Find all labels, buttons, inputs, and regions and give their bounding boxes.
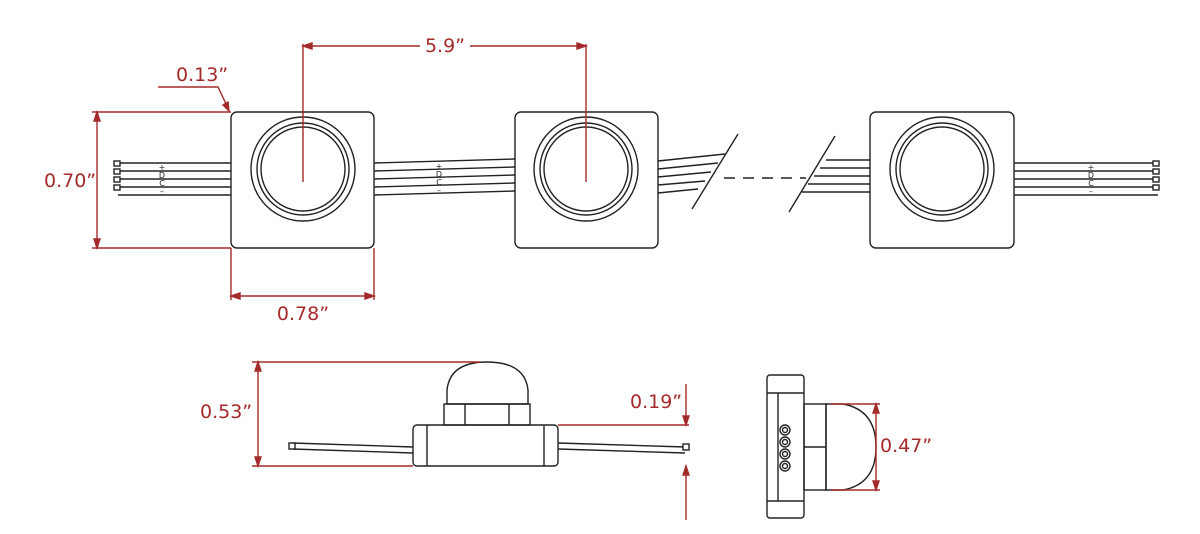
height-label: 0.70” xyxy=(44,170,96,192)
side-height-label: 0.53” xyxy=(200,401,252,423)
polarity-minus: – xyxy=(1089,187,1093,196)
base-height-label: 0.19” xyxy=(630,391,682,413)
polarity-plus: + xyxy=(436,162,443,171)
side-dimensions xyxy=(252,359,690,520)
end-view xyxy=(766,374,877,519)
end-dimensions xyxy=(830,401,880,493)
polarity-labels-middle: + D C – xyxy=(436,162,443,195)
module-3 xyxy=(869,111,1015,249)
polarity-data: D xyxy=(159,171,165,180)
lens-diameter-label: 0.47” xyxy=(880,435,932,457)
pitch-label: 5.9” xyxy=(425,35,465,57)
left-wire-stub xyxy=(113,160,231,196)
polarity-clock: C xyxy=(1088,179,1094,188)
polarity-labels-right: + D C – xyxy=(1088,163,1095,196)
polarity-plus: + xyxy=(159,163,166,172)
polarity-minus: – xyxy=(160,187,164,196)
polarity-clock: C xyxy=(159,179,165,188)
polarity-minus: – xyxy=(437,186,441,195)
wires-1-2 xyxy=(373,158,516,196)
polarity-data: D xyxy=(436,170,442,179)
polarity-labels-left: + D C – xyxy=(159,163,166,196)
right-wire-stub xyxy=(1014,160,1160,196)
side-view xyxy=(288,361,690,467)
polarity-data: D xyxy=(1088,171,1094,180)
width-label: 0.78” xyxy=(277,303,329,325)
corner-radius-label: 0.13” xyxy=(176,64,228,86)
wires-break-3 xyxy=(788,135,870,213)
polarity-plus: + xyxy=(1088,163,1095,172)
top-view xyxy=(113,111,1160,249)
top-dimensions xyxy=(92,42,589,300)
wires-2-break xyxy=(657,133,739,210)
polarity-clock: C xyxy=(436,178,442,187)
